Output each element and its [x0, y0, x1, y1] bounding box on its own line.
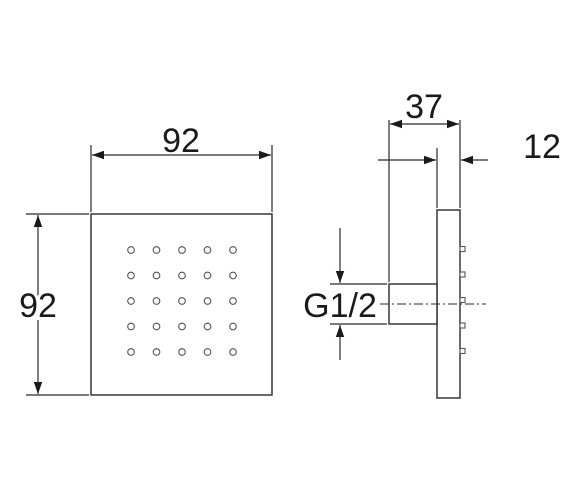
- nozzle: [229, 297, 237, 305]
- nozzle: [127, 297, 135, 305]
- nozzle: [127, 246, 135, 254]
- nozzle: [229, 322, 237, 331]
- side-nozzle: [459, 347, 466, 355]
- side-view: 37 12 G1/2: [300, 88, 561, 399]
- depth-label: 37: [405, 88, 443, 126]
- thread-label: G1/2: [303, 287, 377, 325]
- nozzle: [178, 322, 186, 331]
- side-nozzle: [459, 296, 466, 304]
- nozzle: [203, 271, 212, 280]
- side-nozzles: [459, 245, 466, 355]
- nozzle: [152, 271, 161, 280]
- nozzle: [127, 322, 135, 331]
- nozzle: [203, 322, 212, 331]
- nozzle: [178, 348, 186, 356]
- nozzle: [152, 322, 161, 331]
- nozzle: [178, 271, 186, 280]
- nozzle: [152, 246, 161, 254]
- nozzle: [203, 297, 212, 305]
- thickness-label: 12: [523, 128, 561, 166]
- nozzle: [178, 246, 186, 254]
- nozzle: [229, 246, 237, 254]
- nozzle: [203, 348, 212, 356]
- nozzle: [229, 348, 237, 356]
- nozzle-grid: [127, 246, 237, 356]
- side-nozzle: [459, 322, 466, 329]
- nozzle: [127, 348, 135, 356]
- nozzle: [152, 297, 161, 305]
- height-label: 92: [19, 287, 57, 325]
- nozzle: [152, 348, 161, 356]
- width-label: 92: [162, 122, 200, 160]
- inlet-connector: [388, 283, 438, 325]
- front-view: 92 92: [16, 122, 273, 396]
- nozzle: [127, 271, 135, 280]
- nozzle: [229, 271, 237, 280]
- nozzle: [178, 297, 186, 305]
- nozzle: [203, 246, 212, 254]
- side-nozzle: [459, 245, 466, 253]
- side-nozzle: [459, 271, 466, 278]
